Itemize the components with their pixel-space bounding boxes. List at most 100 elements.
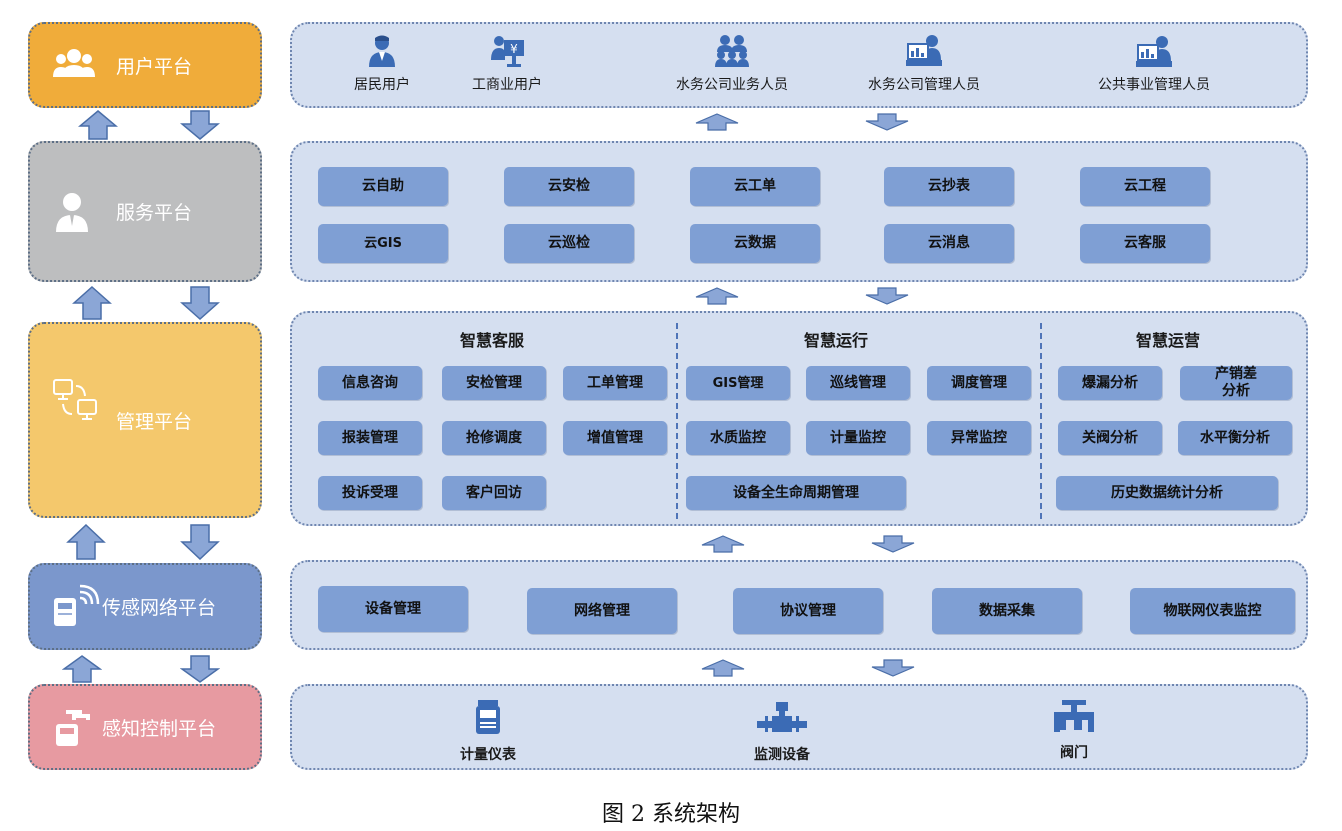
role-water-manager: 水务公司管理人员 [868,34,980,94]
figure-caption: 图 2 系统架构 [602,802,740,827]
module-historical-data-statistics[interactable]: 历史数据统计分析 [1056,476,1278,510]
module-info-consult[interactable]: 信息咨询 [318,366,422,400]
role-water-staff: 水务公司业务人员 [676,34,788,94]
service-cloud-gis[interactable]: 云GIS [318,224,448,263]
module-dispatch-management[interactable]: 调度管理 [927,366,1031,400]
module-line-patrol-management[interactable]: 巡线管理 [806,366,910,400]
services-panel: 云自助 云安检 云工单 云抄表 云工程 云GIS 云巡检 云数据 云消息 云客服 [290,141,1308,282]
column-divider [676,323,678,519]
down-arrow-icon [180,110,220,140]
role-resident: 居民用户 [354,34,410,94]
role-label: 水务公司业务人员 [676,77,788,93]
service-cloud-self-service[interactable]: 云自助 [318,167,448,206]
public-admin-icon [1136,36,1172,67]
module-nrw-analysis[interactable]: 产销差 分析 [1180,366,1292,400]
person-icon [52,189,106,235]
platform-perception-control: 感知控制平台 [28,684,262,770]
management-panel: 智慧客服 智慧运行 智慧运营 信息咨询 安检管理 工单管理 报装管理 抢修调度 … [290,311,1308,526]
column-title-smart-operation: 智慧运行 [803,331,868,350]
down-arrow-icon [871,659,915,677]
platform-perception-control-label: 感知控制平台 [102,717,217,740]
staff-group-icon [715,35,749,67]
down-arrow-icon [180,655,220,683]
up-arrow-icon [701,535,745,553]
role-label: 居民用户 [354,77,410,93]
network-iot-meter-monitoring[interactable]: 物联网仪表监控 [1130,588,1295,634]
module-anomaly-monitor[interactable]: 异常监控 [927,421,1031,455]
platform-sensor-network: 传感网络平台 [28,563,262,650]
role-label: 公共事业管理人员 [1098,77,1210,93]
down-arrow-icon [865,113,909,131]
up-arrow-icon [66,524,106,560]
platform-service-label: 服务平台 [116,202,193,224]
role-label: 工商业用户 [472,77,542,93]
up-arrow-icon [695,287,739,305]
up-arrow-icon [62,655,102,683]
device-monitoring: 监测设备 [754,700,810,764]
service-cloud-data[interactable]: 云数据 [690,224,820,263]
network-network-management[interactable]: 网络管理 [527,588,677,634]
business-user-icon: ¥ [491,36,524,67]
flow-meter-icon [757,702,807,732]
up-arrow-icon [78,110,118,140]
module-gis-management[interactable]: GIS管理 [686,366,790,400]
module-metering-monitor[interactable]: 计量监控 [806,421,910,455]
service-cloud-customer-service[interactable]: 云客服 [1080,224,1210,263]
network-device-management[interactable]: 设备管理 [318,586,468,632]
module-value-added-management[interactable]: 增值管理 [563,421,667,455]
manager-icon [906,35,942,66]
module-safety-management[interactable]: 安检管理 [442,366,546,400]
module-work-order-management[interactable]: 工单管理 [563,366,667,400]
resident-icon [369,35,395,67]
device-label: 计量仪表 [460,747,516,763]
module-installation-management[interactable]: 报装管理 [318,421,422,455]
module-customer-follow-up[interactable]: 客户回访 [442,476,546,510]
module-repair-dispatch[interactable]: 抢修调度 [442,421,546,455]
platform-service: 服务平台 [28,141,262,282]
module-equipment-lifecycle-management[interactable]: 设备全生命周期管理 [686,476,906,510]
column-title-smart-customer-service: 智慧客服 [459,331,524,350]
down-arrow-icon [180,524,220,560]
down-arrow-icon [865,287,909,305]
network-data-collection[interactable]: 数据采集 [932,588,1082,634]
role-business-user: ¥ 工商业用户 [472,34,542,94]
platform-user: 用户平台 [28,22,262,108]
meter-wifi-icon [50,584,100,630]
service-cloud-work-order[interactable]: 云工单 [690,167,820,206]
role-public-admin: 公共事业管理人员 [1098,34,1210,94]
platform-management: 管理平台 [28,322,262,518]
role-label: 水务公司管理人员 [868,77,980,93]
platform-user-label: 用户平台 [116,55,193,78]
meter-icon [476,700,500,734]
service-cloud-safety-check[interactable]: 云安检 [504,167,634,206]
network-protocol-management[interactable]: 协议管理 [733,588,883,634]
up-arrow-icon [72,286,112,320]
svg-text:¥: ¥ [510,42,518,56]
platform-management-label: 管理平台 [116,410,193,433]
module-burst-leak-analysis[interactable]: 爆漏分析 [1058,366,1162,400]
users-panel: 居民用户 ¥ 工商业用户 水务公司业务人员 水务公司管理人员 公共事业管理人员 [290,22,1308,108]
device-label: 监测设备 [754,747,810,763]
down-arrow-icon [180,286,220,320]
device-valve: 阀门 [1052,700,1096,762]
module-valve-closing-analysis[interactable]: 关阀分析 [1058,421,1162,455]
up-arrow-icon [695,113,739,131]
service-cloud-engineering[interactable]: 云工程 [1080,167,1210,206]
platform-sensor-network-label: 传感网络平台 [102,597,217,619]
service-cloud-meter-reading[interactable]: 云抄表 [884,167,1014,206]
column-title-smart-business: 智慧运营 [1135,331,1200,350]
down-arrow-icon [871,535,915,553]
meter-tap-icon [52,704,98,750]
module-complaint-handling[interactable]: 投诉受理 [318,476,422,510]
device-meter: 计量仪表 [460,698,516,764]
service-cloud-message[interactable]: 云消息 [884,224,1014,263]
up-arrow-icon [701,659,745,677]
module-water-balance-analysis[interactable]: 水平衡分析 [1178,421,1292,455]
column-divider [1040,323,1042,519]
monitors-icon [52,378,106,424]
valve-icon [1054,700,1094,732]
network-panel: 设备管理 网络管理 协议管理 数据采集 物联网仪表监控 [290,560,1308,650]
service-cloud-patrol[interactable]: 云巡检 [504,224,634,263]
device-label: 阀门 [1060,745,1088,761]
module-water-quality-monitor[interactable]: 水质监控 [686,421,790,455]
